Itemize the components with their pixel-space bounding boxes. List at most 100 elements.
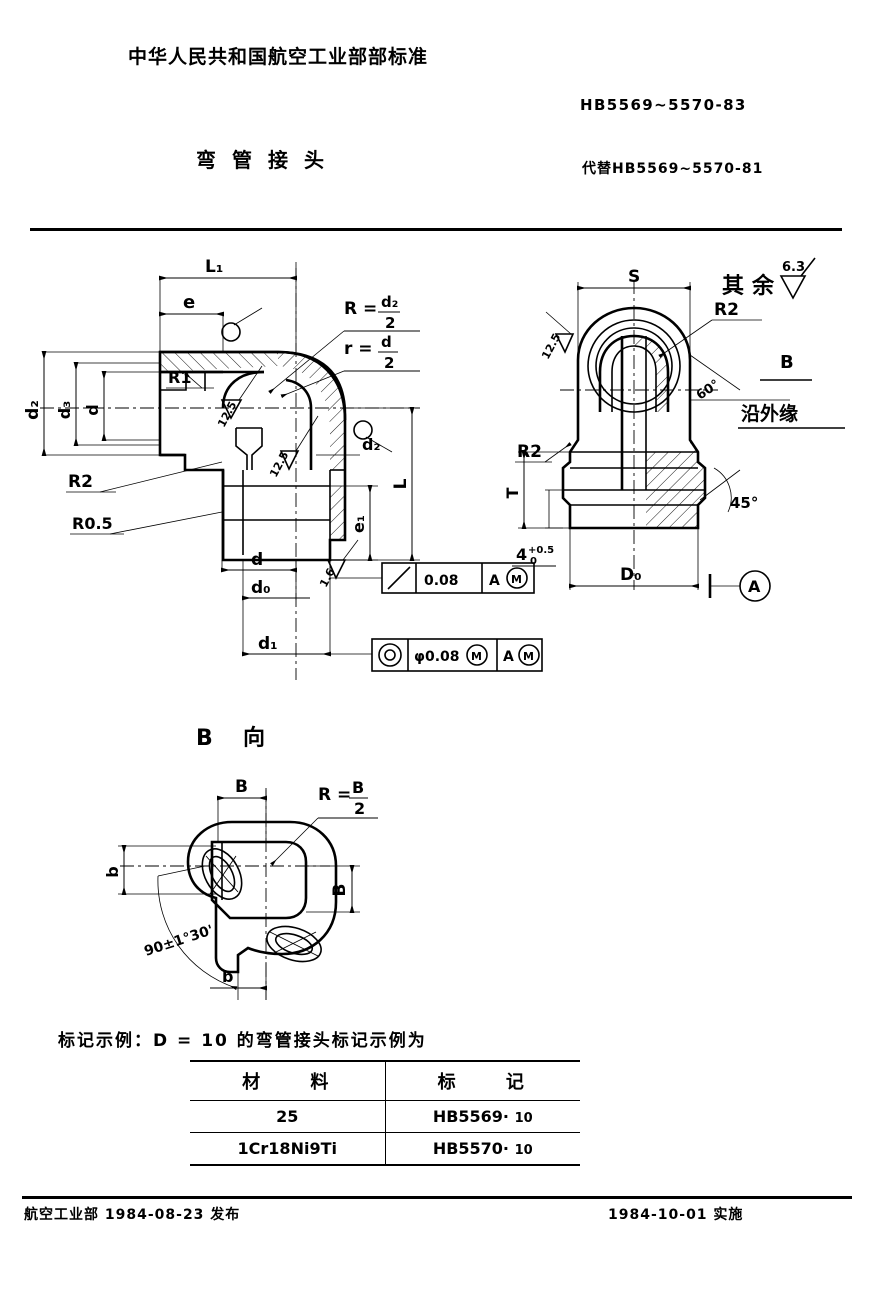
svg-text:2: 2 — [384, 354, 394, 372]
angularity-symbol-icon — [387, 566, 411, 590]
bore-inner-circle — [595, 327, 673, 405]
tolerance-frame-concentricity: φ0.08 M A M — [330, 638, 543, 672]
cell-mark-1: HB5569· 10 — [384, 1100, 580, 1133]
svg-text:B: B — [235, 777, 248, 797]
note-R-eq-B-2: R = B 2 — [270, 778, 378, 866]
svg-text:L: L — [391, 478, 411, 489]
general-finish-symbol: 其 余 6.3 — [722, 257, 816, 300]
svg-text:d₂: d₂ — [362, 435, 380, 454]
bview-bore-bottom — [266, 925, 322, 963]
svg-text:d₀: d₀ — [251, 578, 271, 598]
cell-material-2: 1Cr18Ni9Ti — [190, 1132, 385, 1166]
section-hatch-top — [160, 352, 278, 372]
footer-effective: 1984-10-01 实施 — [608, 1207, 744, 1223]
svg-text:1.6: 1.6 — [317, 566, 338, 590]
svg-text:b: b — [103, 866, 122, 877]
finish-mark-125-right-view: 12.5 — [539, 311, 575, 361]
svg-text:d: d — [381, 333, 392, 351]
bview-outline — [186, 820, 338, 974]
angle-60-note: 60° 沿外缘 — [689, 354, 845, 429]
marking-example-line: 标记示例：D = 10 的弯管接头标记示例为 — [58, 1031, 427, 1051]
cell-material-1: 25 — [190, 1100, 385, 1133]
top-rule — [30, 228, 842, 231]
finish-mark-125-bore: 12.5 — [267, 415, 393, 479]
svg-text:D₀: D₀ — [620, 565, 642, 585]
table-row: 1Cr18Ni9Ti HB5570· 10 — [190, 1132, 580, 1166]
tolerance-frame-angularity: 0.08 A M — [329, 560, 535, 594]
col-header-material: 材 料 — [190, 1060, 385, 1101]
body-outline — [158, 350, 347, 562]
svg-text:2: 2 — [354, 799, 365, 818]
bottom-rule — [22, 1196, 852, 1199]
ministry-title: 中华人民共和国航空工业部部标准 — [128, 46, 429, 68]
dim-d1-bottom: d₁ — [242, 560, 331, 657]
dim-S: S — [577, 267, 691, 360]
svg-text:R2: R2 — [68, 472, 93, 492]
svg-text:d₁: d₁ — [258, 634, 278, 654]
main-section-view: L₁ e d₂ d₃ — [23, 257, 543, 680]
svg-text:R1: R1 — [168, 368, 191, 387]
note-r-eq-d-2: r = d 2 — [280, 333, 420, 399]
svg-text:4: 4 — [516, 545, 527, 564]
mark-size-1: 10 — [514, 1111, 533, 1126]
bview-title-dir: 向 — [243, 725, 265, 751]
dim-d2-vertical: d₂ — [23, 351, 160, 456]
svg-text:R2: R2 — [517, 442, 542, 462]
dim-e: e — [159, 292, 224, 352]
svg-text:45°: 45° — [730, 494, 758, 512]
svg-text:d: d — [251, 550, 263, 570]
svg-text:A: A — [748, 577, 761, 596]
dim-d3-vertical: d₃ — [55, 362, 160, 446]
svg-text:d₃: d₃ — [55, 401, 74, 419]
svg-text:60°: 60° — [694, 377, 723, 403]
svg-text:+0.5: +0.5 — [528, 545, 554, 556]
svg-text:A: A — [489, 573, 500, 589]
svg-text:90±1°30': 90±1°30' — [142, 922, 215, 959]
table-row: 25 HB5569· 10 — [190, 1100, 580, 1133]
cell-mark-2: HB5570· 10 — [384, 1132, 580, 1166]
svg-text:2: 2 — [385, 314, 395, 332]
svg-text:b: b — [222, 967, 233, 986]
dim-d-vertical: d — [83, 371, 160, 441]
section-hatch-elbow — [278, 352, 345, 430]
svg-text:12.5: 12.5 — [267, 449, 291, 479]
svg-text:φ0.08: φ0.08 — [414, 649, 460, 665]
bview-pocket — [210, 840, 308, 920]
dim-B-top: B — [217, 777, 267, 842]
leader-R2-top: R2 — [658, 300, 762, 359]
svg-text:d₂: d₂ — [23, 400, 43, 420]
dim-D0: D₀ — [569, 528, 699, 590]
general-finish-value: 6.3 — [782, 260, 805, 275]
svg-text:余: 余 — [751, 273, 775, 299]
mark-base-1: HB5569· — [432, 1107, 510, 1126]
svg-text:12.5: 12.5 — [215, 399, 239, 429]
dim-d0-bottom: d₀ — [242, 560, 310, 601]
svg-text:d₂: d₂ — [381, 293, 398, 311]
mark-size-2: 10 — [514, 1143, 533, 1158]
leader-R05: R0.5 — [70, 511, 223, 535]
svg-text:e: e — [183, 292, 195, 313]
note-R-eq-d2-2: R = d₂ 2 — [268, 293, 420, 394]
angle-tolerance-note: 90±1°30' — [142, 865, 238, 991]
svg-text:B: B — [780, 352, 794, 373]
dim-L1: L₁ — [159, 257, 297, 352]
dim-L-right: L — [345, 407, 420, 561]
svg-text:R =: R = — [318, 785, 351, 805]
svg-text:R0.5: R0.5 — [72, 514, 113, 533]
dim-b-bottom: b — [210, 962, 267, 1000]
svg-text:R =: R = — [344, 299, 377, 319]
right-view-outline — [561, 306, 707, 530]
leader-d2-right: d₂ — [316, 435, 380, 456]
label-B-datum: B — [760, 352, 812, 381]
footer-issuer: 航空工业部 1984-08-23 发布 — [24, 1207, 241, 1223]
svg-text:R2: R2 — [714, 300, 739, 320]
dim-B-right: B — [306, 865, 360, 913]
svg-text:r =: r = — [344, 339, 373, 359]
finish-mark-16: 1.6 — [317, 539, 359, 590]
bview-title-B: B — [196, 726, 213, 751]
leader-R1: R1 — [166, 368, 214, 389]
svg-text:e₁: e₁ — [349, 515, 368, 533]
svg-text:B: B — [330, 884, 350, 897]
svg-text:d: d — [83, 404, 102, 415]
